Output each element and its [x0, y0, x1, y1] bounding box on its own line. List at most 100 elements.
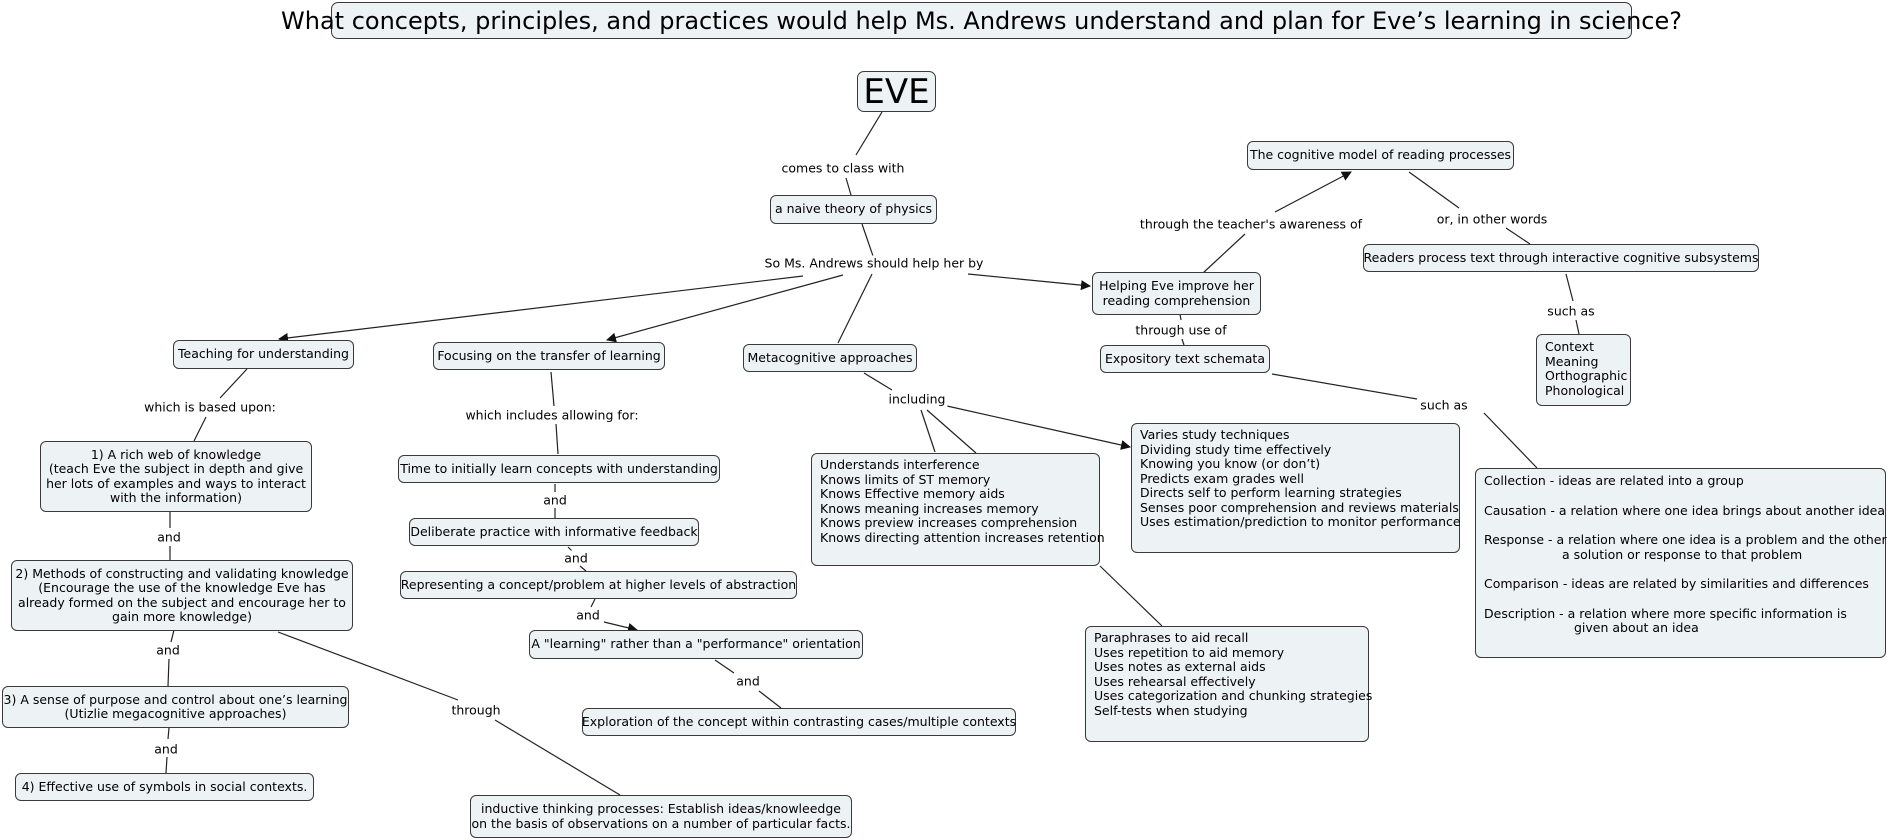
- edge-reading-throughuse: [1179, 313, 1182, 321]
- relation-response-cont: a solution or response to that problem: [1562, 546, 1803, 562]
- concept-text-relations: Collection - ideas are related into a gr…: [1475, 468, 1887, 658]
- edge-eve-comes: [855, 111, 883, 156]
- edge-teaching-based: [219, 368, 248, 399]
- edge-metacog-including: [863, 372, 893, 391]
- inductive-line: on the basis of observations on a number…: [471, 815, 851, 831]
- methods-line: (Encourage the use of the knowledge Eve …: [38, 580, 326, 595]
- varies-item: Senses poor comprehension and reviews ma…: [1140, 499, 1459, 515]
- knows-item: Understands interference: [820, 457, 980, 472]
- concept-expository-schemata: Expository text schemata: [1100, 345, 1270, 373]
- edge-reading-awareness: [1202, 233, 1246, 274]
- edge-deliberate-and5: [567, 546, 573, 552]
- edge-should-metacog: [837, 273, 873, 344]
- concept-deliberate-practice: Deliberate practice with informative fee…: [409, 518, 699, 546]
- rich-web-line: with the information): [109, 490, 242, 505]
- knows-item: Knows directing attention increases rete…: [820, 529, 1105, 545]
- concept-readers-process-text: Readers process text through interactive…: [1363, 249, 1759, 265]
- concept-time-to-learn: Time to initially learn concepts with un…: [398, 455, 720, 483]
- edge-includes-time: [555, 423, 559, 455]
- concept-naive-theory: a naive theory of physics: [770, 195, 937, 224]
- concept-metacognitive-approaches: Metacognitive approaches: [743, 344, 917, 372]
- methods-line: 2) Methods of constructing and validatin…: [15, 565, 349, 581]
- edge-comes-naive: [845, 177, 852, 196]
- subsystem-item: Orthographic: [1545, 368, 1628, 383]
- methods-line: gain more knowledge): [112, 609, 252, 624]
- edge-including-knows-b: [926, 409, 977, 454]
- edge-expository-suchas2: [1271, 373, 1418, 400]
- knows-item: Knows limits of ST memory: [820, 471, 991, 487]
- link-and: and: [562, 550, 590, 566]
- concept-learning-orientation-text: A "learning" rather than a "performance"…: [531, 636, 861, 652]
- link-and: and: [154, 642, 182, 658]
- link-should-help: So Ms. Andrews should help her by: [762, 255, 986, 271]
- concept-representing-text: Representing a concept/problem at higher…: [400, 576, 797, 592]
- edge-based-richweb: [193, 416, 207, 442]
- edge-and6-learning: [603, 621, 638, 633]
- edge-cognitive-otherwords: [1408, 171, 1460, 209]
- edge-including-knows-a: [920, 409, 936, 453]
- reading-line-2: reading comprehension: [1102, 292, 1251, 308]
- edge-learning-and7: [714, 659, 735, 674]
- concept-readers-process: Readers process text through interactive…: [1363, 244, 1759, 272]
- edge-readers-suchas1: [1565, 273, 1574, 302]
- concept-teaching-text: Teaching for understanding: [178, 346, 349, 362]
- concept-learning-orientation: A "learning" rather than a "performance"…: [529, 630, 863, 659]
- edge-suchas1-subsystems: [1575, 319, 1580, 335]
- varies-item: Uses estimation/prediction to monitor pe…: [1140, 514, 1461, 529]
- link-such-as-relations: such as: [1418, 397, 1470, 413]
- concept-study-techniques: Varies study techniques Dividing study t…: [1131, 423, 1461, 553]
- paraphrases-item: Paraphrases to aid recall: [1094, 630, 1249, 645]
- link-and: and: [541, 492, 569, 508]
- edge-and5-representing: [579, 565, 587, 572]
- paraphrases-item: Uses categorization and chunking strateg…: [1094, 688, 1373, 703]
- edge-knows-paraphrases: [1099, 565, 1163, 627]
- concept-teaching-for-understanding: Teaching for understanding: [173, 340, 354, 369]
- relation-comparison: Comparison - ideas are related by simila…: [1484, 576, 1869, 591]
- relation-response: Response - a relation where one idea is …: [1484, 532, 1887, 547]
- link-and: and: [734, 673, 762, 689]
- paraphrases-item: Self-tests when studying: [1094, 702, 1248, 718]
- concept-subsystems: Context Meaning Orthographic Phonologica…: [1536, 334, 1631, 406]
- edge-including-varies: [946, 405, 1131, 450]
- link-including: including: [886, 391, 948, 407]
- link-through-awareness: through the teacher's awareness of: [1137, 216, 1365, 232]
- reading-line-1: Helping Eve improve her: [1099, 278, 1254, 293]
- rich-web-line: (teach Eve the subject in depth and give: [48, 461, 304, 476]
- subsystem-item: Context: [1545, 339, 1594, 354]
- edge-suchas2-relations: [1483, 412, 1538, 469]
- concept-eve: EVE: [857, 71, 936, 112]
- concept-rich-web: 1) A rich web of knowledge (teach Eve th…: [40, 441, 312, 512]
- edge-methods-and2: [170, 629, 175, 643]
- link-comes-to-class: comes to class with: [779, 160, 907, 176]
- edge-should-teaching: [278, 275, 804, 343]
- sense-purpose-line: 3) A sense of purpose and control about …: [3, 691, 348, 707]
- paraphrases-item: Uses repetition to aid memory: [1094, 644, 1285, 660]
- edge-awareness-cognitive: [1274, 171, 1352, 213]
- concept-knows-list: Understands interference Knows limits of…: [811, 453, 1105, 566]
- link-which-includes: which includes allowing for:: [463, 407, 641, 423]
- concept-exploration: Exploration of the concept within contra…: [582, 708, 1016, 736]
- methods-line: already formed on the subject and encour…: [18, 594, 346, 610]
- knows-item: Knows preview increases comprehension: [820, 515, 1078, 530]
- edge-and7-exploration: [758, 690, 782, 709]
- link-through: through: [449, 702, 503, 718]
- concept-representing: Representing a concept/problem at higher…: [400, 571, 797, 599]
- paraphrases-item: Uses rehearsal effectively: [1094, 673, 1256, 689]
- concept-paraphrases-list: Paraphrases to aid recall Uses repetitio…: [1085, 626, 1373, 742]
- concept-transfer-text: Focusing on the transfer of learning: [437, 347, 661, 363]
- varies-item: Knowing you know (or don’t): [1140, 456, 1321, 471]
- relation-description-cont: given about an idea: [1574, 620, 1699, 635]
- concept-reading-comprehension: Helping Eve improve her reading comprehe…: [1092, 272, 1261, 315]
- rich-web-line: 1) A rich web of knowledge: [90, 446, 262, 462]
- edge-representing-and6: [590, 598, 596, 608]
- concept-exploration-text: Exploration of the concept within contra…: [581, 713, 1017, 729]
- subsystem-item: Phonological: [1545, 382, 1625, 398]
- focus-question: What concepts, principles, and practices…: [281, 2, 1682, 39]
- edge-methods-through: [277, 631, 459, 701]
- varies-item: Predicts exam grades well: [1140, 470, 1304, 486]
- concept-cognitive-model: The cognitive model of reading processes: [1247, 141, 1514, 170]
- link-other-words: or, in other words: [1434, 211, 1550, 227]
- concept-sense-of-purpose: 3) A sense of purpose and control about …: [2, 686, 349, 728]
- concept-cognitive-model-text: The cognitive model of reading processes: [1249, 147, 1512, 163]
